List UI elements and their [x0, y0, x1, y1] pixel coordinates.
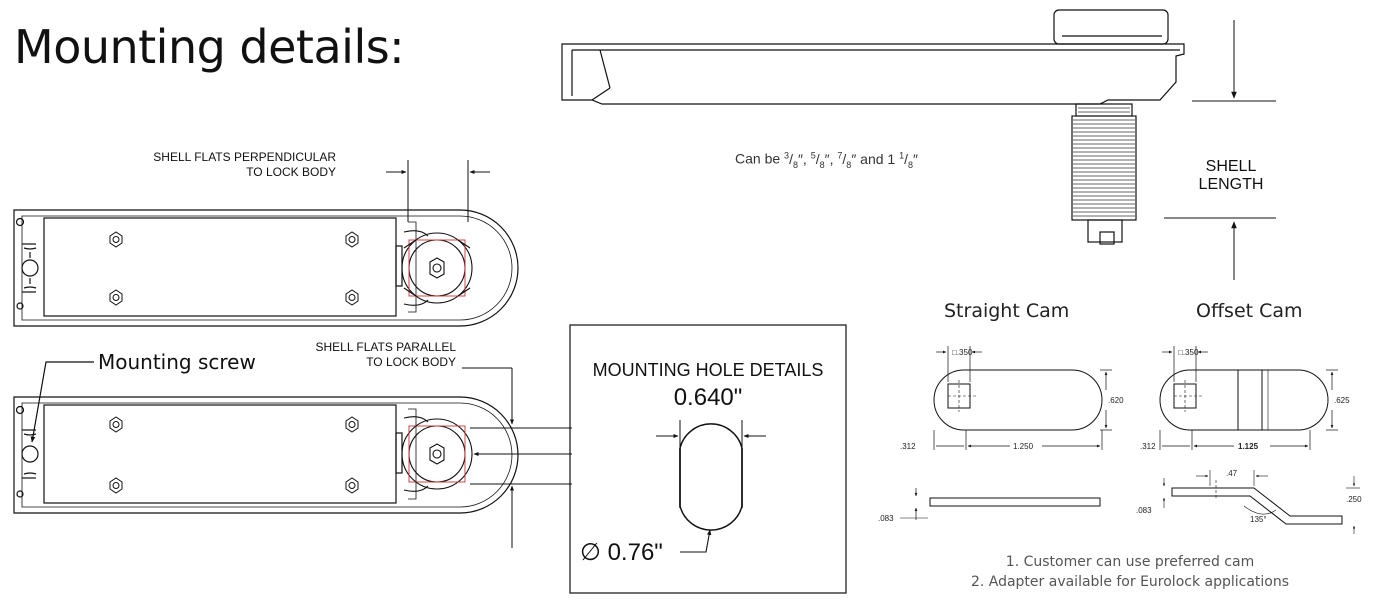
perpendicular-dimension	[386, 160, 490, 222]
offset-cam-step-dim: .47	[1226, 469, 1238, 478]
shell-length-line1: SHELL	[1205, 158, 1257, 175]
page-title: Mounting details:	[14, 20, 405, 74]
straight-cam-dims	[933, 346, 1112, 450]
parallel-label: SHELL FLATS PARALLEL TO LOCK BODY	[250, 340, 456, 370]
offset-cam-top	[1159, 369, 1329, 431]
straight-cam-square-dim: □.350	[952, 348, 973, 357]
parallel-label-line2: TO LOCK BODY	[366, 355, 456, 369]
mounting-hole-diameter: ∅ 0.76"	[580, 539, 663, 566]
offset-cam-length-dim: 1.125	[1238, 442, 1259, 451]
note-2: 2. Adapter available for Eurolock applic…	[970, 574, 1290, 590]
lock-body-top	[13, 209, 519, 327]
shell-size-fraction: 3/8″,	[784, 150, 811, 170]
hex-nuts-top	[109, 231, 359, 306]
perpendicular-label-line2: TO LOCK BODY	[246, 165, 336, 179]
shell-sizes-text: Can be 3/8″, 5/8″, 7/8″ and 1 1/8″	[735, 150, 918, 169]
note-1: 1. Customer can use preferred cam	[1005, 554, 1255, 570]
offset-cam-title: Offset Cam	[1196, 300, 1303, 322]
parallel-dimension	[462, 367, 572, 548]
offset-cam-side	[1162, 470, 1360, 534]
mounting-screw-label: Mounting screw	[98, 350, 256, 374]
straight-cam-length-dim: 1.250	[1013, 442, 1034, 451]
perpendicular-label: SHELL FLATS PERPENDICULAR TO LOCK BODY	[120, 150, 336, 180]
notes: 1. Customer can use preferred cam 2. Ada…	[920, 552, 1340, 592]
shell-length-line2: LENGTH	[1198, 176, 1264, 193]
thread-lines	[1073, 107, 1135, 217]
shell-length-label: SHELL LENGTH	[1186, 158, 1276, 194]
shell-size-fraction: 5/8″,	[810, 150, 838, 170]
offset-cam-angle-dim: 135°	[1250, 515, 1267, 524]
cylinder-bottom	[401, 408, 473, 500]
shell-size-fraction: 7/8″ and	[837, 150, 888, 170]
shell-sizes-list: 3/8″, 5/8″, 7/8″ and 1 1/8″	[784, 150, 918, 170]
mounting-hole-box	[569, 324, 847, 594]
offset-cam-height-dim: .625	[1334, 396, 1350, 405]
shell-sizes-prefix: Can be	[735, 150, 785, 167]
mounting-screw-leader	[30, 361, 94, 443]
straight-cam-thickness-dim: .083	[878, 514, 894, 523]
cylinder-top	[401, 221, 473, 313]
offset-cam-square-dim: □.350	[1178, 348, 1199, 357]
offset-cam-offset-dim: .312	[1140, 442, 1156, 451]
mounting-hole-heading: MOUNTING HOLE DETAILS	[592, 360, 824, 380]
offset-cam-dims	[1159, 346, 1338, 450]
straight-cam-offset-dim: .312	[900, 442, 916, 451]
shell-length-dimension	[1164, 20, 1276, 280]
shell-size-fraction: 1 1/8″	[887, 150, 918, 170]
offset-cam-rise-dim: .250	[1346, 495, 1362, 504]
parallel-label-line1: SHELL FLATS PARALLEL	[315, 340, 456, 354]
straight-cam-height-dim: .620	[1108, 396, 1124, 405]
lock-body-bottom	[13, 396, 519, 514]
lock-side-view	[561, 9, 1185, 245]
hex-nuts-bottom	[109, 416, 359, 494]
mounting-hole-width: 0.640"	[673, 384, 743, 411]
straight-cam-side	[900, 488, 1101, 520]
offset-cam-thickness-dim: .083	[1136, 506, 1152, 515]
straight-cam-top	[933, 369, 1103, 431]
straight-cam-title: Straight Cam	[944, 300, 1070, 322]
perpendicular-label-line1: SHELL FLATS PERPENDICULAR	[153, 150, 336, 164]
